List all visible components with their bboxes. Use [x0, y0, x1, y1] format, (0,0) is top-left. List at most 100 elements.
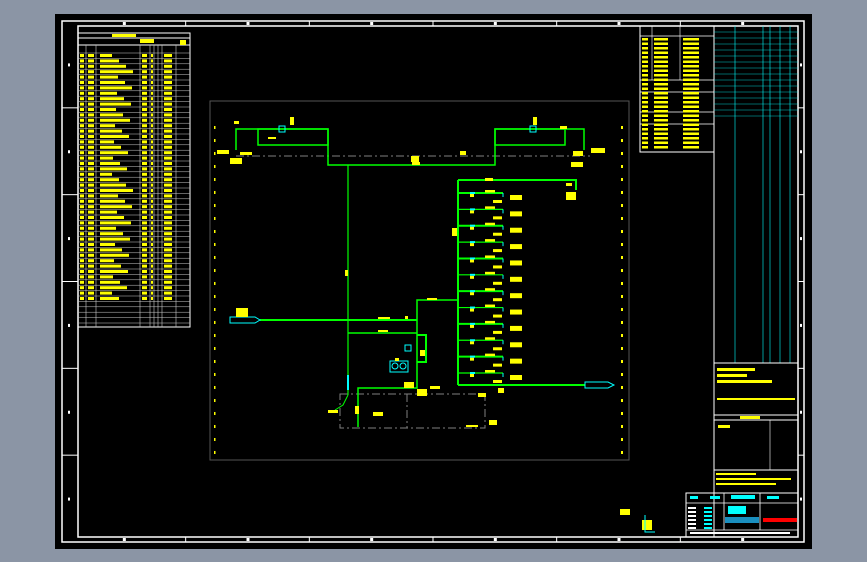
annotation-text: [80, 226, 84, 230]
annotation-text: [642, 60, 648, 63]
annotation-text: [164, 113, 172, 117]
annotation-text: [404, 382, 414, 388]
annotation-text: [88, 140, 94, 144]
annotation-text: [151, 91, 153, 95]
annotation-text: [88, 145, 94, 149]
annotation-text: [683, 38, 699, 41]
annotation-text: [214, 347, 216, 350]
outlet-label: [510, 358, 522, 364]
annotation-text: [683, 60, 699, 63]
annotation-text: [240, 152, 252, 155]
annotation-text: [654, 56, 668, 59]
annotation-text: [485, 353, 495, 357]
annotation-text: [88, 237, 94, 241]
annotation-text: [642, 119, 648, 122]
annotation-text: [80, 59, 84, 63]
annotation-text: [654, 137, 668, 140]
annotation-text: [345, 270, 348, 276]
annotation-text: [88, 216, 94, 219]
annotation-text: [470, 226, 474, 230]
annotation-text: [88, 108, 94, 111]
annotation-text: [164, 205, 172, 209]
annotation-text: [485, 255, 495, 258]
annotation-text: [80, 162, 84, 165]
annotation-text: [80, 97, 84, 101]
annotation-text: [151, 129, 153, 133]
annotation-text: [142, 297, 147, 300]
annotation-text: [654, 114, 668, 117]
annotation-text: [151, 81, 153, 84]
annotation-text: [80, 237, 84, 241]
annotation-text: [80, 270, 84, 273]
annotation-text: [560, 126, 567, 129]
annotation-text: [80, 156, 84, 160]
annotation-text: [478, 393, 486, 397]
annotation-text: [88, 54, 94, 57]
annotation-text: [621, 295, 623, 298]
annotation-text: [142, 178, 147, 182]
annotation-text: [100, 129, 122, 133]
annotation-text: [621, 425, 623, 428]
annotation-text: [470, 275, 474, 279]
annotation-text: [142, 199, 147, 203]
annotation-text: [151, 183, 153, 187]
annotation-text: [151, 64, 153, 68]
annotation-text: [485, 239, 495, 242]
annotation-text: [142, 97, 147, 101]
annotation-text: [100, 264, 121, 268]
annotation-text: [683, 137, 699, 140]
zone-mark: [68, 237, 70, 241]
annotation-text: [151, 151, 153, 155]
annotation-text: [683, 56, 699, 59]
annotation-text: [142, 91, 147, 95]
annotation-text: [142, 264, 147, 268]
annotation-text: [214, 373, 216, 376]
annotation-text: [100, 162, 120, 165]
annotation-text: [88, 97, 94, 101]
annotation-text: [214, 243, 216, 246]
annotation-text: [100, 259, 114, 263]
annotation-text: [642, 42, 648, 45]
annotation-text: [164, 216, 172, 219]
table-border: [77, 32, 191, 328]
annotation-text: [80, 75, 84, 79]
annotation-text: [88, 275, 94, 279]
annotation-text: [164, 183, 172, 187]
annotation-text: [642, 146, 648, 149]
annotation-text: [88, 162, 94, 165]
annotation-text: [142, 64, 147, 68]
annotation-text: [683, 78, 699, 81]
annotation-text: [100, 270, 128, 273]
frame-tick-marks: [214, 126, 623, 454]
annotation-text: [88, 221, 94, 225]
annotation-text: [740, 416, 760, 419]
annotation-text: [142, 113, 147, 117]
annotation-text: [642, 38, 648, 41]
top-header-pipe: [235, 128, 585, 166]
annotation-text: [621, 360, 623, 363]
warning-text: [763, 518, 797, 522]
annotation-text: [566, 192, 576, 200]
notes-tables: [639, 25, 715, 153]
annotation-text: [142, 259, 147, 263]
annotation-text: [654, 141, 668, 144]
annotation-text: [683, 110, 699, 113]
annotation-text: [80, 167, 84, 171]
annotation-text: [214, 334, 216, 337]
zone-mark: [800, 410, 802, 414]
annotation-text: [683, 105, 699, 108]
annotation-text: [654, 69, 668, 72]
annotation-text: [100, 64, 126, 68]
branch-fitting: [470, 241, 475, 244]
annotation-text: [100, 124, 115, 128]
annotation-text: [654, 51, 668, 54]
outlet-label: [510, 227, 522, 233]
annotation-text: [485, 370, 495, 373]
annotation-text: [151, 280, 153, 284]
annotation-text: [80, 210, 84, 214]
annotation-text: [164, 270, 172, 273]
annotation-text: [654, 92, 668, 95]
annotation-text: [164, 189, 172, 192]
annotation-text: [571, 162, 583, 167]
